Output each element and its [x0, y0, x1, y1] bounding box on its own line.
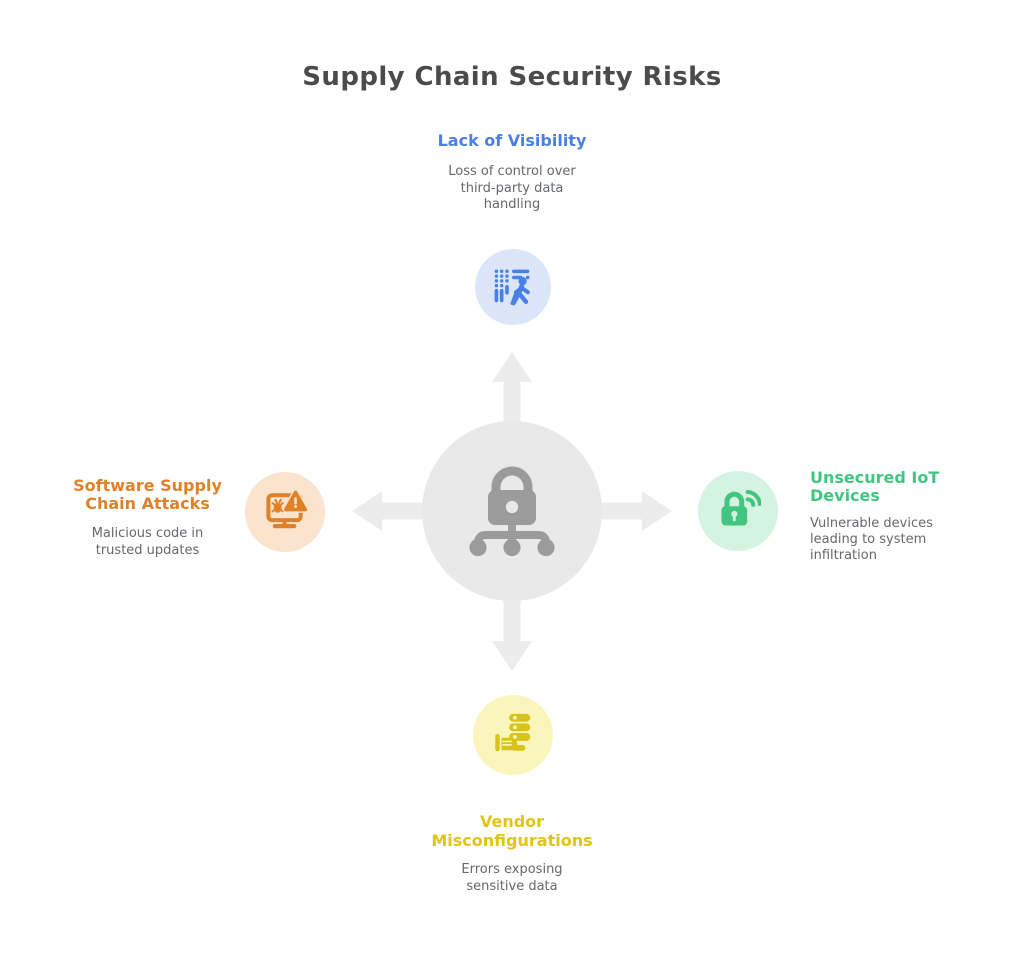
right-node-heading: Unsecured IoT Devices	[810, 468, 940, 505]
lock-network-icon	[466, 462, 558, 562]
left-node-description: Malicious code in trusted updates	[91, 526, 204, 558]
page-title: Supply Chain Security Risks	[302, 62, 722, 92]
top-node-bubble	[475, 249, 551, 325]
hand-holding-server-icon	[490, 710, 536, 760]
bottom-node-description: Errors exposing sensitive data	[461, 862, 563, 894]
left-node-bubble	[245, 472, 325, 552]
bottom-node-bubble	[473, 695, 553, 775]
left-node-heading: Software Supply Chain Attacks	[73, 476, 222, 513]
right-node-description: Vulnerable devices leading to system inf…	[810, 516, 933, 563]
wireless-lock-icon	[715, 486, 762, 536]
right-node-bubble	[698, 471, 778, 551]
blind-person-visibility-icon	[490, 262, 536, 312]
monitor-bug-warning-icon	[262, 487, 309, 537]
bottom-node-heading: Vendor Misconfigurations	[431, 812, 593, 850]
top-node-description: Loss of control over third-party data ha…	[448, 164, 576, 212]
top-node-heading: Lack of Visibility	[437, 131, 587, 150]
